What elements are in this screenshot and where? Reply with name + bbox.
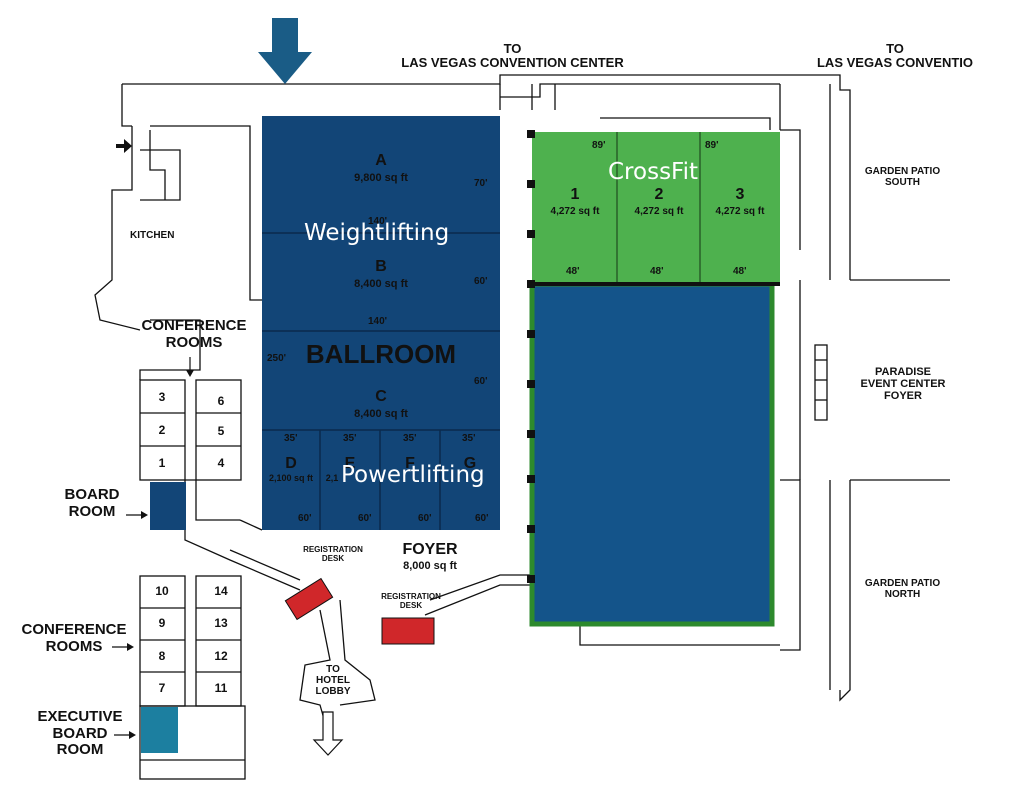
foyer-label: FOYER [402, 541, 458, 558]
dim-140-b: 140' [368, 316, 388, 327]
conference-room-5: 5 [217, 424, 225, 438]
powerlifting-overlay: Powertlifting [341, 462, 485, 488]
ballroom-section-a-letter: A [375, 152, 387, 169]
garden-patio-south-label: GARDEN PATIO SOUTH [864, 166, 941, 188]
registration-desk-label-1: REGISTRATION DESK [303, 545, 363, 563]
conference-room-10: 10 [155, 584, 169, 598]
crossfit-overlay: CrossFit [608, 159, 699, 185]
dim-35-b: 35' [343, 433, 357, 444]
dim-89-b: 89' [705, 140, 719, 151]
registration-desk-label-2: REGISTRATION DESK [381, 592, 441, 610]
executive-board-room-area [141, 707, 178, 753]
ballroom-section-a-sqft: 9,800 sq ft [354, 172, 408, 184]
dim-70: 70' [474, 178, 488, 189]
conference-room-8: 8 [158, 649, 166, 663]
to-lvcc-text-2: TO LAS VEGAS CONVENTIO [816, 41, 974, 71]
foyer-sqft: 8,000 sq ft [403, 560, 457, 572]
crossfit-area [532, 132, 780, 282]
executive-board-room-label: EXECUTIVE BOARD ROOM [37, 708, 123, 758]
ballroom-section-c-sqft: 8,400 sq ft [354, 408, 408, 420]
board-room-area [150, 482, 186, 530]
dim-35-d: 35' [462, 433, 476, 444]
dim-60-bottom-1: 60' [298, 513, 312, 524]
ballroom-section-b-sqft: 8,400 sq ft [354, 278, 408, 290]
conference-room-1: 1 [158, 456, 166, 470]
to-lvcc-text-1: TO LAS VEGAS CONVENTION CENTER [401, 41, 624, 71]
to-lvcc-label-1: TO LAS VEGAS CONVENTION CENTER [380, 41, 645, 71]
dim-48-a: 48' [566, 266, 580, 277]
registration-desk-2 [381, 617, 435, 645]
entrance-arrow-icon [258, 18, 312, 84]
conference-room-7: 7 [158, 681, 166, 695]
ballroom-area [262, 116, 500, 530]
ballroom-section-e-letter: E [344, 455, 356, 472]
dim-35-a: 35' [284, 433, 298, 444]
ballroom-section-c-letter: C [375, 388, 387, 405]
paradise-section-1-sqft: 4,272 sq ft [550, 206, 600, 217]
to-lvcc-label-2: TO LAS VEGAS CONVENTIO [775, 41, 1015, 71]
conference-rooms-label-bottom: CONFERENCE ROOMS [21, 621, 127, 655]
garden-patio-north-label: GARDEN PATIO NORTH [864, 578, 941, 600]
ballroom-section-d-letter: D [285, 455, 297, 472]
ballroom-label: BALLROOM [305, 339, 457, 369]
dim-60-a: 60' [474, 276, 488, 287]
dim-48-c: 48' [733, 266, 747, 277]
paradise-section-2-sqft: 4,272 sq ft [634, 206, 684, 217]
ballroom-section-g-letter: G [463, 455, 477, 472]
conference-room-13: 13 [214, 616, 228, 630]
conference-room-14: 14 [214, 584, 228, 598]
dim-35-c: 35' [403, 433, 417, 444]
paradise-section-1-number: 1 [570, 186, 580, 203]
ballroom-section-e-sqft: 2,1 [325, 473, 339, 483]
conference-room-12: 12 [214, 649, 228, 663]
dim-60-bottom-4: 60' [475, 513, 489, 524]
kitchen-label: KITCHEN [130, 230, 175, 241]
dim-60-bottom-3: 60' [418, 513, 432, 524]
dim-89-a: 89' [592, 140, 606, 151]
paradise-event-center-foyer-label: PARADISE EVENT CENTER FOYER [860, 366, 946, 403]
board-room-label: BOARD ROOM [64, 486, 120, 520]
conference-room-11: 11 [214, 681, 228, 695]
weightlifting-overlay: Weightlifting [304, 220, 450, 246]
dim-60-b: 60' [474, 376, 488, 387]
paradise-section-3-number: 3 [735, 186, 745, 203]
conference-room-2: 2 [158, 423, 166, 437]
ballroom-section-d-sqft: 2,100 sq ft [268, 473, 314, 483]
side-entrance-arrow-icon [116, 139, 132, 153]
ballroom-section-b-letter: B [375, 258, 387, 275]
conference-room-6: 6 [217, 394, 225, 408]
to-hotel-lobby-label: TO HOTEL LOBBY [315, 664, 351, 697]
dim-250: 250' [267, 353, 287, 364]
registration-desk-1 [284, 577, 334, 621]
paradise-section-3-sqft: 4,272 sq ft [715, 206, 765, 217]
ballroom-section-f-letter: F [405, 455, 415, 472]
dim-60-bottom-2: 60' [358, 513, 372, 524]
conference-room-4: 4 [217, 456, 225, 470]
dim-140-a: 140' [368, 216, 388, 227]
conference-room-3: 3 [158, 390, 166, 404]
conference-room-9: 9 [158, 616, 166, 630]
dim-48-b: 48' [650, 266, 664, 277]
conference-rooms-label-top: CONFERENCE ROOMS [141, 317, 247, 351]
paradise-hall-area [529, 281, 775, 627]
exit-arrow-icon [312, 711, 344, 756]
paradise-section-2-number: 2 [654, 186, 664, 203]
